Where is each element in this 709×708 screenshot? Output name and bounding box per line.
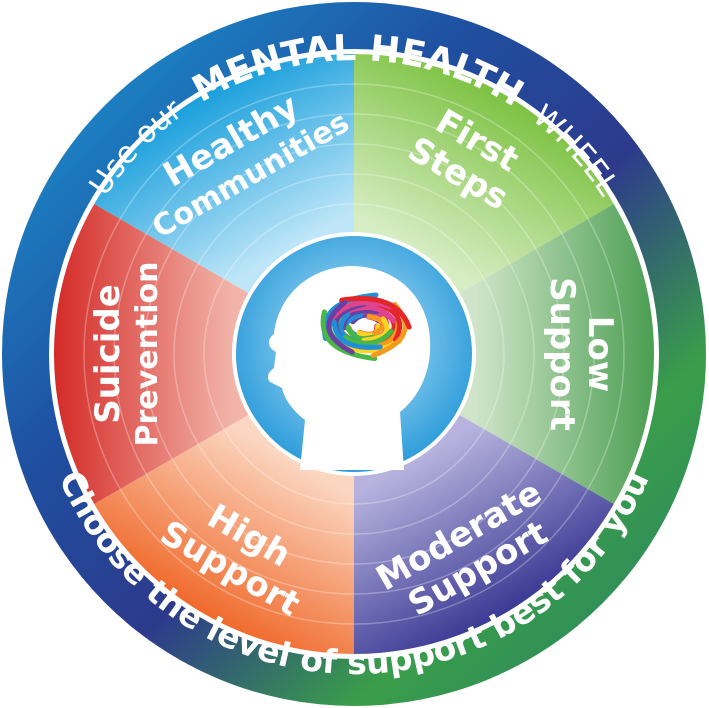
segment-label-line: Suicide [88,284,128,424]
brain-scribble [320,292,412,362]
brain-stroke [361,316,390,343]
guide-ring [173,173,535,535]
guide-ring [113,113,595,595]
segment-label-line: Low [580,316,620,392]
segment-label-line: Prevention [130,262,165,447]
segment-healthy-communities[interactable] [94,54,354,293]
brain-stroke [341,308,380,331]
brain-stroke [320,309,378,362]
rings-layer [83,83,625,625]
guide-ring [203,203,505,505]
segment-low-support[interactable] [459,204,654,504]
head-brain-icon [267,266,431,470]
segments-layer [53,54,654,654]
guide-ring [143,143,565,565]
segment-high-support[interactable] [94,415,354,654]
brain-stroke [366,314,386,336]
segment-moderate-support[interactable] [354,415,614,654]
segment-suicide-prevention[interactable] [53,204,249,504]
brain-stroke [326,300,355,355]
brain-stroke [342,329,394,346]
brain-stroke [331,319,383,350]
segment-label-line: Support [542,277,582,431]
brain-stroke [339,296,412,330]
guide-ring [83,83,625,625]
segment-first-steps[interactable] [354,54,614,293]
center-hub [236,236,472,472]
